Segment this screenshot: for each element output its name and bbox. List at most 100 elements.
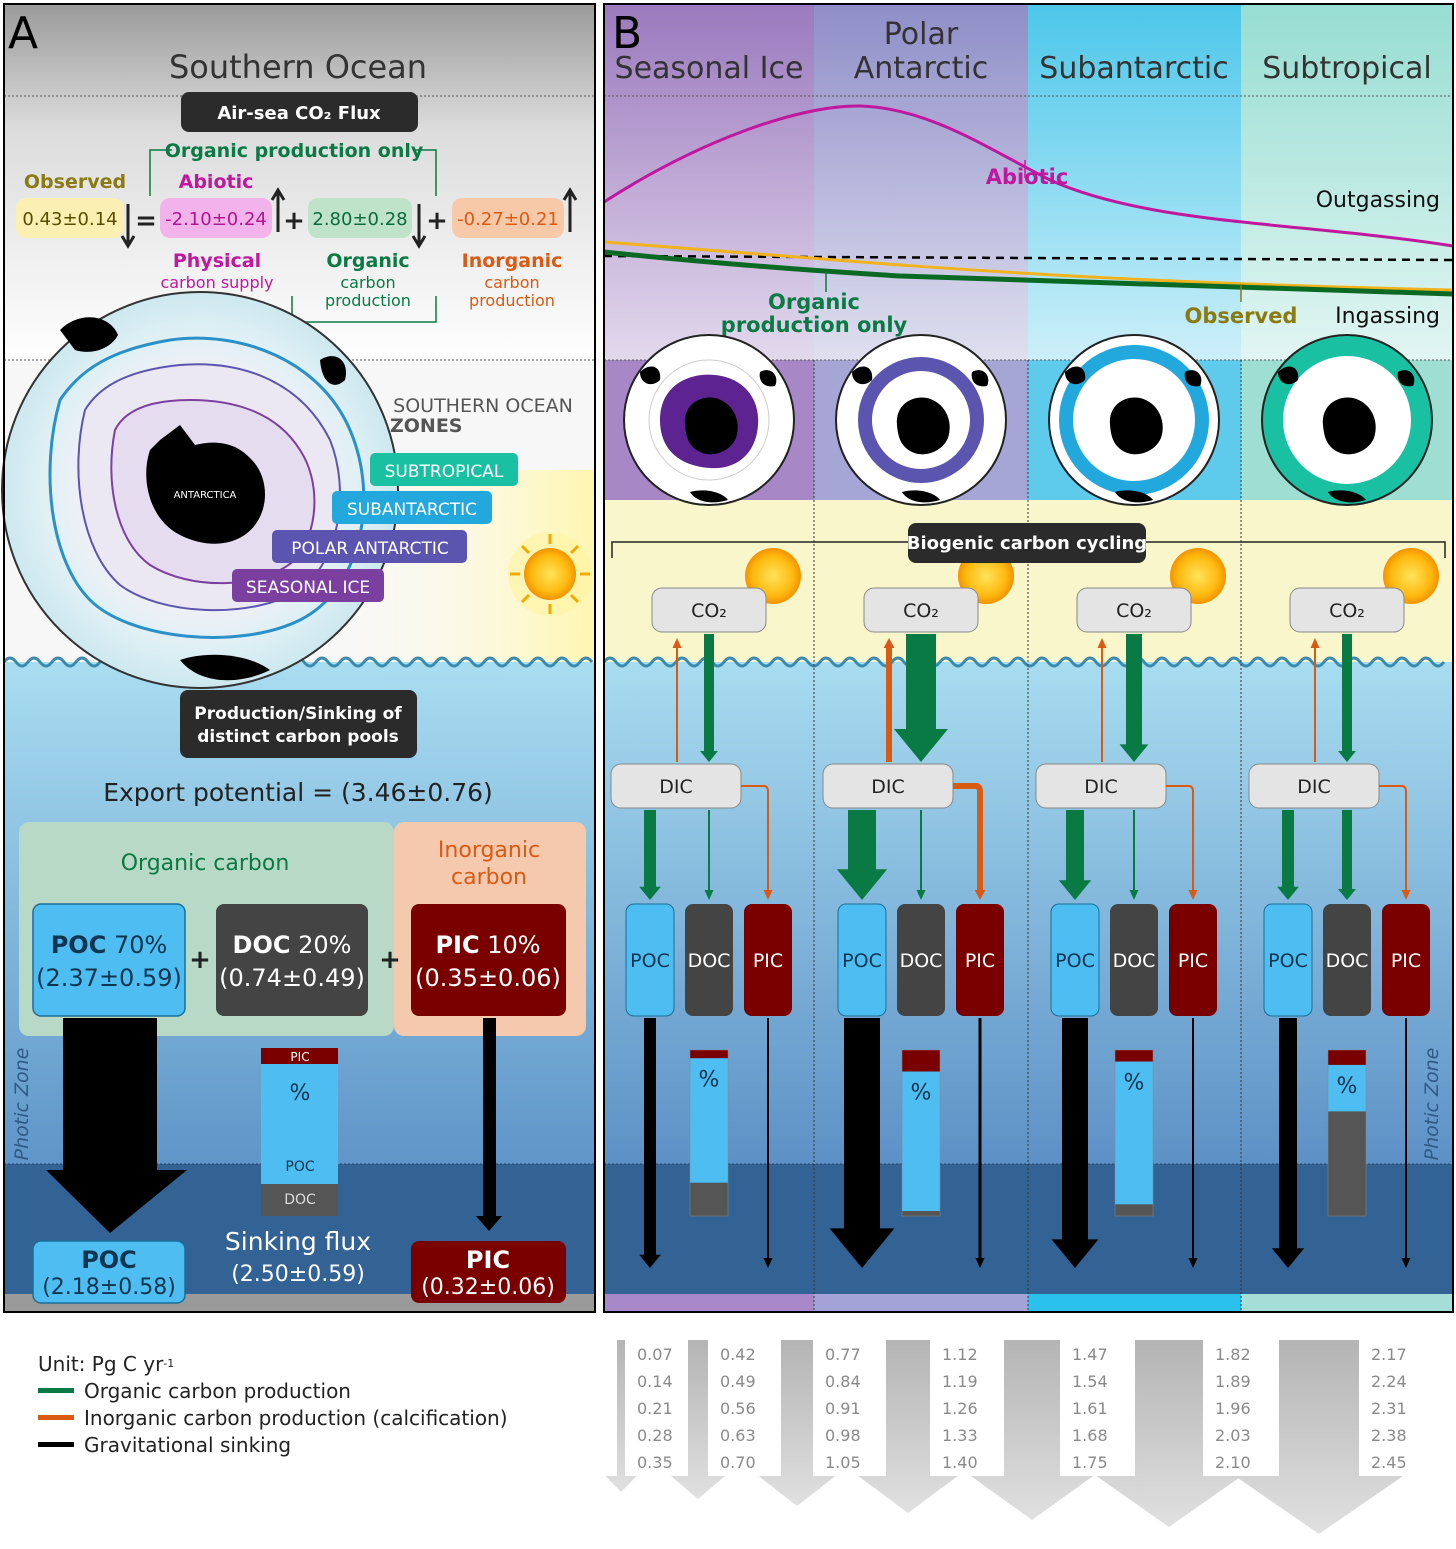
- pic-pool: [956, 904, 1004, 1016]
- biogenic-label: Biogenic carbon cycling: [907, 533, 1147, 554]
- scale-value: 2.03: [1215, 1426, 1251, 1445]
- antarctica-label: ANTARCTICA: [174, 490, 237, 501]
- scale-value: 0.91: [825, 1399, 861, 1418]
- inorganic-box: [452, 198, 564, 238]
- organic-only-bracket: [149, 149, 437, 196]
- pic-sinking-arrow: [763, 1018, 773, 1268]
- abiotic-curve-label: Abiotic: [986, 165, 1069, 189]
- organic-curve-label: Organic: [768, 290, 860, 314]
- percent-bar-symbol: %: [699, 1067, 720, 1092]
- scale-value: 0.07: [637, 1345, 673, 1364]
- panel-a-sky: [4, 4, 595, 362]
- observed-box: [16, 198, 124, 238]
- pic-pool: [1382, 904, 1430, 1016]
- pic-pool: [1169, 904, 1217, 1016]
- scale-group: 1.471.541.611.681.75: [970, 1340, 1108, 1520]
- panel-b-wave-line: [602, 656, 1446, 668]
- abiotic-value: -2.10±0.24: [165, 209, 267, 230]
- scale-value: 0.35: [637, 1453, 673, 1472]
- doc-pool-label: DOC: [900, 950, 943, 972]
- scale-value: 2.31: [1371, 1399, 1407, 1418]
- zone-header-subantarctic: Subantarctic: [1039, 51, 1228, 86]
- zone-strip-subantarctic: [1028, 1294, 1241, 1312]
- physical-sublabel: carbon supply: [160, 273, 273, 292]
- export-potential: Export potential = (3.46±0.76): [103, 778, 493, 807]
- plus-sign: +: [379, 945, 401, 975]
- panel-a-border: [3, 3, 596, 1313]
- zone-map-subtropical: [1261, 334, 1433, 506]
- zone-header-subtropical: Subtropical: [1262, 51, 1431, 86]
- airsea-flux-badge: [181, 92, 418, 132]
- organic-value: 2.80±0.28: [312, 209, 407, 230]
- scale-value: 2.17: [1371, 1345, 1407, 1364]
- poc-out-value: (2.18±0.58): [42, 1275, 176, 1300]
- poc-pool-label: POC: [842, 950, 882, 972]
- zones-subtitle: ZONES: [390, 415, 463, 437]
- poc-out-box: [32, 1240, 186, 1304]
- scale-value: 1.47: [1072, 1345, 1108, 1364]
- unit-exponent: -1: [163, 1357, 175, 1370]
- photic-zone-label: Photic Zone: [11, 1048, 33, 1161]
- dic-to-poc-arrow: [836, 810, 888, 900]
- co2-label: CO₂: [691, 600, 727, 622]
- zone-header-seasonal-ice: Seasonal Ice: [615, 51, 804, 86]
- dic-to-pic-arrow: [974, 880, 986, 900]
- percent-bar-pic-segment: [690, 1050, 728, 1059]
- co2-label: CO₂: [1116, 600, 1152, 622]
- dic-to-pic-line: [1166, 785, 1194, 890]
- organic-only-curve: [603, 249, 1454, 297]
- poc-pool-label: POC: [630, 950, 670, 972]
- organic-uptake-arrow: [894, 634, 948, 762]
- scale-group: 0.770.840.910.981.05: [758, 1340, 861, 1506]
- pic-box-title: PIC 10%: [435, 931, 540, 959]
- panel-a-letter: A: [8, 8, 38, 59]
- dic-to-poc-arrow: [639, 810, 661, 900]
- physical-label: Physical: [173, 250, 261, 272]
- organic-sublabel: carbon: [340, 273, 395, 292]
- scale-group: 1.121.191.261.331.40: [858, 1340, 978, 1513]
- scale-value: 0.21: [637, 1399, 673, 1418]
- poc-pct: 70%: [106, 931, 167, 959]
- dic-to-poc-arrow: [1277, 810, 1299, 900]
- scale-value: 1.89: [1215, 1372, 1251, 1391]
- arrow-width-scale: 0.070.140.210.280.350.420.490.560.630.70…: [605, 1340, 1407, 1534]
- scale-value: 0.14: [637, 1372, 673, 1391]
- dic-to-doc-arrow: [916, 810, 926, 900]
- calcification-release-arrow: [672, 638, 682, 762]
- ingassing-label: Ingassing: [1335, 304, 1440, 329]
- scale-value: 1.82: [1215, 1345, 1251, 1364]
- co2-label: CO₂: [903, 600, 939, 622]
- zone-header-line1: Polar: [884, 17, 959, 52]
- outgassing-label: Outgassing: [1316, 188, 1440, 213]
- co2-box: [1076, 587, 1192, 633]
- percent-bar: [261, 1048, 338, 1216]
- percent-bar-pic-segment: [902, 1050, 940, 1072]
- plus-sign: +: [189, 945, 211, 975]
- scale-value: 2.24: [1371, 1372, 1407, 1391]
- sinking-flux-value: (2.50±0.59): [231, 1262, 365, 1287]
- organic-uptake-arrow: [1338, 634, 1356, 762]
- pic-sinking-arrow: [1188, 1018, 1198, 1268]
- zone-map-subantarctic: [1048, 334, 1220, 506]
- zone-map-polar-antarctic: [835, 334, 1007, 506]
- doc-pool-label: DOC: [1113, 950, 1156, 972]
- legend-item: Inorganic carbon production (calcificati…: [38, 1404, 508, 1431]
- scale-arrow: [758, 1340, 836, 1506]
- poc-pool-label: POC: [1055, 950, 1095, 972]
- dic-to-doc-arrow: [704, 810, 714, 900]
- scale-value: 1.40: [942, 1453, 978, 1472]
- scale-value: 0.63: [720, 1426, 756, 1445]
- doc-pool-label: DOC: [1326, 950, 1369, 972]
- legend-swatch: [38, 1415, 74, 1420]
- co2-box: [863, 587, 979, 633]
- zone-tag-seasonal-ice: [232, 569, 384, 602]
- pic-value: (0.35±0.06): [415, 964, 561, 992]
- up-arrow-icon: [270, 187, 286, 232]
- calcification-release-arrow: [1310, 638, 1320, 762]
- legend-unit: Unit: Pg C yr-1: [38, 1350, 508, 1377]
- percent-bar-poc: POC: [285, 1159, 314, 1175]
- panel-b-border: [603, 3, 1454, 1313]
- scale-value: 0.98: [825, 1426, 861, 1445]
